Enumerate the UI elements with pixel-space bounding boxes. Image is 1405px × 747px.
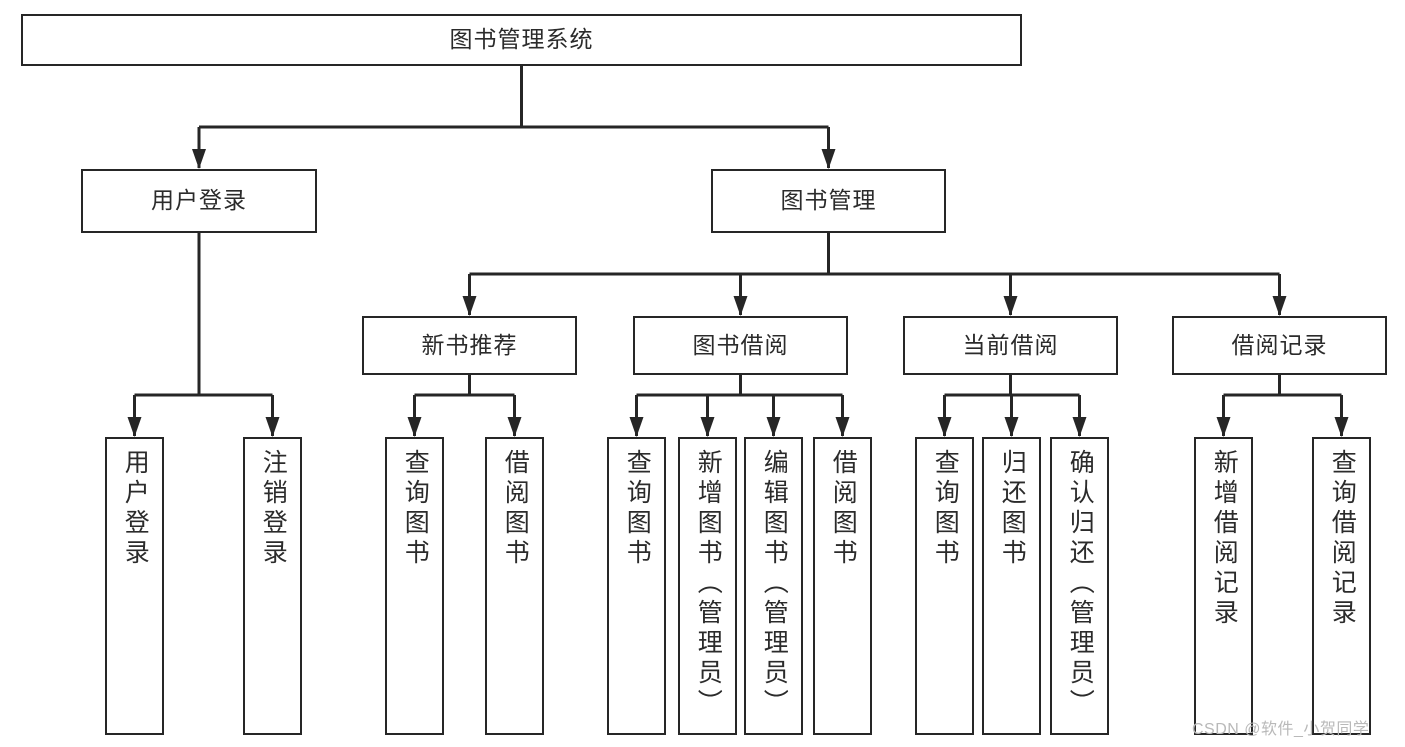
node-l12[interactable]: 新增借阅记录	[1194, 437, 1253, 735]
node-bookmgmt[interactable]: 图书管理	[711, 169, 946, 233]
arrowhead-icon	[1216, 417, 1231, 437]
node-label: 确认归还（管理员）	[1066, 449, 1095, 719]
node-l8[interactable]: 借阅图书	[813, 437, 872, 735]
node-label: 当前借阅	[962, 331, 1059, 358]
arrowhead-icon	[835, 417, 850, 437]
node-l11[interactable]: 确认归还（管理员）	[1050, 437, 1109, 735]
arrowhead-icon	[700, 417, 715, 437]
node-label: 编辑图书（管理员）	[760, 449, 789, 719]
node-label: 新增图书（管理员）	[694, 449, 723, 719]
node-label: 查询借阅记录	[1328, 449, 1357, 629]
arrowhead-icon	[127, 417, 142, 437]
node-records[interactable]: 借阅记录	[1172, 316, 1387, 375]
arrowhead-icon	[1272, 296, 1287, 316]
node-label: 注销登录	[259, 449, 288, 569]
node-l9[interactable]: 查询图书	[915, 437, 974, 735]
node-label: 查询图书	[401, 449, 430, 569]
arrowhead-icon	[733, 296, 748, 316]
node-label: 新增借阅记录	[1210, 449, 1239, 629]
arrowhead-icon	[407, 417, 422, 437]
node-l5[interactable]: 查询图书	[607, 437, 666, 735]
node-label: 新书推荐	[421, 331, 518, 358]
arrowhead-icon	[1072, 417, 1087, 437]
node-l4[interactable]: 借阅图书	[485, 437, 544, 735]
node-label: 查询图书	[931, 449, 960, 569]
node-label: 用户登录	[121, 449, 150, 569]
arrowhead-icon	[821, 149, 836, 169]
arrowhead-icon	[1003, 296, 1018, 316]
node-label: 归还图书	[998, 449, 1027, 569]
node-l7[interactable]: 编辑图书（管理员）	[744, 437, 803, 735]
node-l6[interactable]: 新增图书（管理员）	[678, 437, 737, 735]
node-label: 借阅图书	[829, 449, 858, 569]
arrowhead-icon	[507, 417, 522, 437]
arrowhead-icon	[1334, 417, 1349, 437]
node-label: 图书管理系统	[449, 26, 594, 53]
watermark: CSDN @软件_小贺同学	[1192, 721, 1370, 738]
arrowhead-icon	[1004, 417, 1019, 437]
arrowhead-icon	[192, 149, 206, 169]
node-label: 用户登录	[151, 187, 247, 214]
arrowhead-icon	[265, 417, 280, 437]
node-l3[interactable]: 查询图书	[385, 437, 444, 735]
arrowhead-icon	[937, 417, 952, 437]
arrowhead-icon	[766, 417, 781, 437]
node-label: 借阅图书	[501, 449, 530, 569]
node-label: 查询图书	[623, 449, 652, 569]
node-l2[interactable]: 注销登录	[243, 437, 302, 735]
node-l10[interactable]: 归还图书	[982, 437, 1041, 735]
node-l13[interactable]: 查询借阅记录	[1312, 437, 1371, 735]
node-label: 图书借阅	[692, 331, 789, 358]
node-login[interactable]: 用户登录	[81, 169, 317, 233]
arrowhead-icon	[629, 417, 644, 437]
node-l1[interactable]: 用户登录	[105, 437, 164, 735]
node-current[interactable]: 当前借阅	[903, 316, 1118, 375]
arrowhead-icon	[462, 296, 477, 316]
node-label: 图书管理	[780, 187, 877, 214]
node-borrow[interactable]: 图书借阅	[633, 316, 848, 375]
node-root[interactable]: 图书管理系统	[21, 14, 1022, 66]
node-label: 借阅记录	[1231, 331, 1328, 358]
node-newrec[interactable]: 新书推荐	[362, 316, 577, 375]
